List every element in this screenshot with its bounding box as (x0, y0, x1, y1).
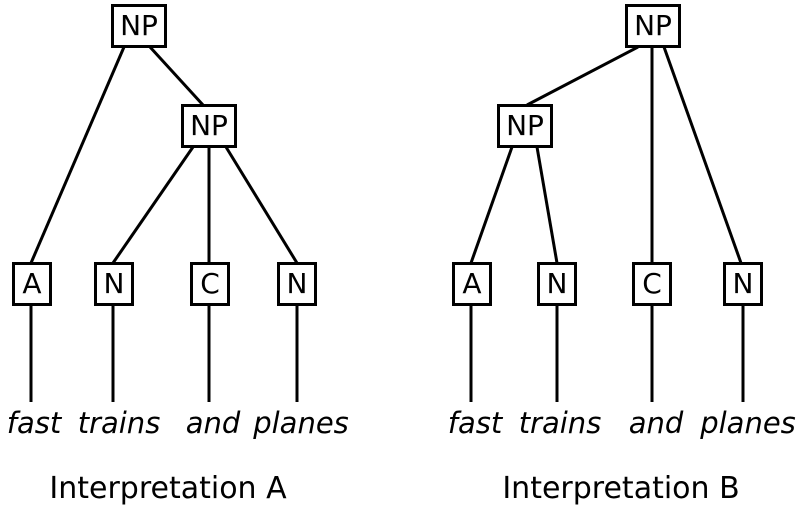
edge-b-root-to-inner (526, 45, 639, 107)
tree-b-inner-np-node: NP (497, 104, 553, 148)
tree-b-node-n2: N (723, 262, 763, 306)
tree-a-node-a: A (12, 262, 52, 306)
tree-a-word-trains: trains (77, 406, 161, 440)
edge-b-root-to-n2 (662, 46, 743, 264)
tree-b-word-trains: trains (518, 406, 602, 440)
tree-a-word-and: and (185, 406, 241, 440)
edge-b-inner-to-a (469, 146, 514, 264)
tree-b-word-and: and (628, 406, 684, 440)
tree-b-node-a: A (452, 262, 492, 306)
tree-b-caption: Interpretation B (502, 471, 740, 506)
tree-b-word-fast: fast (447, 406, 503, 440)
tree-a-node-n1: N (94, 262, 134, 306)
tree-a-word-fast: fast (6, 406, 62, 440)
edge-a-root-to-inner (148, 45, 205, 107)
tree-a-inner-np-node: NP (181, 104, 237, 148)
tree-b-root-np-node: NP (625, 4, 681, 48)
tree-a-root-np-node: NP (111, 4, 167, 48)
tree-a-caption: Interpretation A (49, 471, 287, 506)
tree-a-node-n2: N (277, 262, 317, 306)
tree-b-node-c: C (632, 262, 672, 306)
tree-a-node-c: C (190, 262, 230, 306)
edge-a-inner-to-n1 (111, 146, 195, 264)
tree-b-node-n1: N (537, 262, 577, 306)
edge-b-inner-to-n1 (535, 146, 559, 264)
edge-a-root-to-a (29, 46, 126, 264)
edge-a-inner-to-n2 (224, 146, 299, 264)
tree-a-word-planes: planes (253, 406, 349, 440)
tree-b-word-planes: planes (700, 406, 796, 440)
